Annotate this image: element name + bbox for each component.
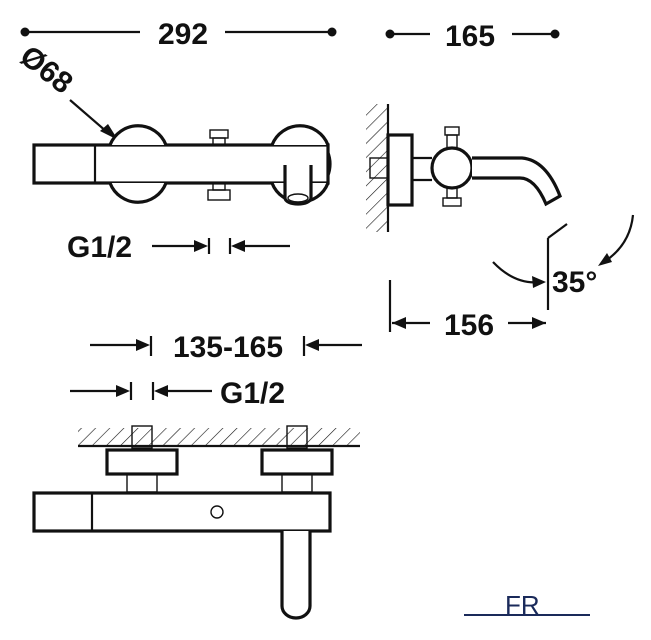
inlet-thread-bottom-label: G1/2 — [220, 377, 285, 410]
mixer-body-side — [369, 126, 562, 207]
inlet-thread-top-label: G1/2 — [67, 231, 132, 264]
wall-hatch-top — [78, 428, 360, 448]
dimension-overall-width: 292 — [20, 18, 337, 51]
side-view: 165 35° — [366, 20, 635, 342]
top-view: 135-165 G1/2 — [32, 331, 362, 620]
dimension-projection: 165 — [385, 20, 560, 53]
dimension-spout-reach: 156 — [388, 280, 546, 342]
dimension-inlet-thread-bottom: G1/2 — [70, 377, 285, 410]
spout-reach-label: 156 — [444, 309, 494, 342]
dimension-angle: 35° — [492, 214, 635, 310]
brand-logo: FR — [464, 590, 590, 620]
dimension-center-distance: 135-165 — [90, 331, 362, 364]
wall-hatch-side — [366, 104, 390, 232]
overall-width-label: 292 — [158, 18, 208, 51]
mixer-body-top — [32, 425, 334, 620]
dimension-diameter: Ø68 — [14, 40, 118, 140]
projection-label: 165 — [445, 20, 495, 53]
angle-label: 35° — [552, 266, 597, 299]
center-distance-label: 135-165 — [173, 331, 283, 364]
mixer-body-front — [32, 124, 332, 206]
dimension-inlet-thread-top: G1/2 — [67, 231, 290, 264]
front-view-top: 292 Ø68 — [14, 18, 337, 264]
logo-text: FR — [505, 590, 540, 620]
diameter-label: Ø68 — [14, 40, 79, 101]
